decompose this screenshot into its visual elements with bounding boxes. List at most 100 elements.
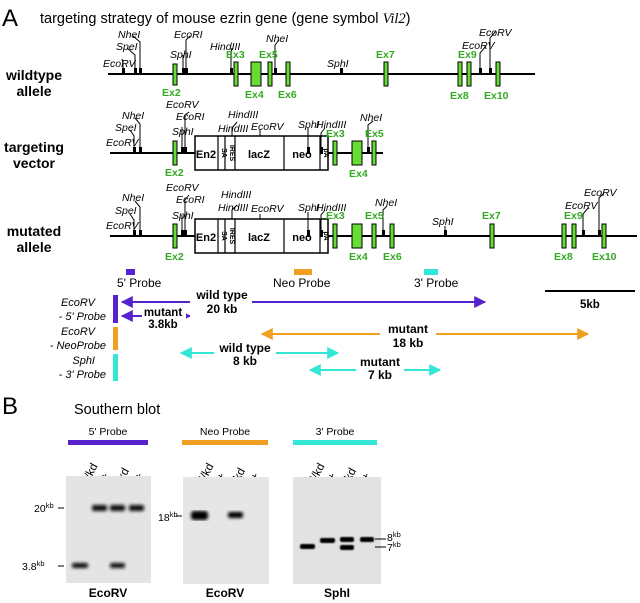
tv-sphi-site-2: SphI: [298, 119, 320, 131]
digest-1-bar: [113, 295, 118, 323]
fragment-mut-18kb-name: mutant: [388, 322, 428, 336]
marker-8kb: 8kb: [387, 530, 401, 544]
blot-5-probe: 5' Probe kd/kd +/+ +/kd +/+ 20kb 3.8kb E…: [22, 426, 151, 600]
panel-label-b: B: [2, 393, 18, 420]
mutated-label-2: allele: [16, 239, 51, 255]
probe-5-bar: [126, 269, 135, 275]
wt-ex7-label: Ex7: [376, 49, 395, 61]
mut-nhei-site-2: NheI: [375, 197, 397, 209]
wt-exon-2: [172, 63, 178, 86]
vector-cassette: [194, 135, 329, 171]
mut-ecorv-site: EcoRV: [106, 220, 139, 232]
mut-ex2-label: Ex2: [165, 251, 184, 263]
mut-exon-4: [351, 223, 363, 249]
fragment-wt-20kb-name: wild type: [195, 288, 248, 302]
fragment-mut-7kb-name: mutant: [360, 355, 400, 369]
blot-title: Southern blot: [74, 402, 160, 418]
wildtype-label-1: wildtype: [5, 67, 62, 83]
mut-nhei-site: NheI: [122, 192, 144, 204]
mut-exon-3: [332, 223, 338, 249]
wt-ex4-label: Ex4: [245, 89, 264, 101]
wt-spei-site: SpeI: [116, 41, 138, 53]
mut-sphi-site: SphI: [172, 210, 194, 222]
mut-spei-site: SpeI: [115, 205, 137, 217]
mut-ecori-site: EcoRI: [176, 194, 205, 206]
mutated-label-1: mutated: [7, 223, 61, 239]
wt-exon-6: [285, 61, 291, 87]
mut-hindiii-site: HindIII: [218, 202, 248, 214]
mut-sa: SA: [220, 231, 227, 241]
mut-exon-2: [172, 223, 178, 249]
tv-ecorv-site-2: EcoRV: [166, 99, 199, 111]
mutated-allele: En2 SA IRES lacZ neo pA: [106, 182, 637, 263]
wt-ex8-label: Ex8: [450, 90, 469, 102]
tv-hindiii-site-3: HindIII: [316, 119, 346, 131]
blot-2-membrane: [183, 477, 269, 584]
blot-3-enzyme: SphI: [324, 586, 350, 600]
wt-ecorv-site-3: EcoRV: [479, 27, 512, 39]
targeting-label-2: vector: [13, 155, 56, 171]
mut-ex7-label: Ex7: [482, 210, 501, 222]
vector-sa: SA: [220, 148, 227, 158]
wt-sphi-site: SphI: [170, 49, 192, 61]
mut-ex9-label: Ex9: [564, 210, 583, 222]
blot-2-probe-label: Neo Probe: [200, 426, 250, 438]
tv-exon-3: [332, 140, 338, 166]
mut-exon-10: [601, 223, 607, 249]
wt-hindiii-site: HindIII: [210, 41, 240, 53]
digest-2-enzyme: EcoRV: [61, 326, 97, 338]
targeting-label-1: targeting: [4, 139, 64, 155]
tv-ex3-label: Ex3: [326, 128, 345, 140]
wt-exon-7: [383, 61, 389, 87]
mut-sphi-site-2: SphI: [298, 202, 320, 214]
wt-exon-4: [250, 61, 262, 87]
tv-hindiii-site-2: HindIII: [228, 109, 258, 121]
tv-exon-5: [371, 140, 377, 166]
wt-ex6-label: Ex6: [278, 89, 297, 101]
mut-exon-7: [489, 223, 495, 249]
wt-ex3-label: Ex3: [226, 49, 245, 61]
tv-nhei-site-2: NheI: [360, 112, 382, 124]
tv-ecori-site: EcoRI: [176, 111, 205, 123]
vector-lacz: lacZ: [248, 149, 270, 161]
mut-ecorv-site-3: EcoRV: [251, 203, 284, 215]
digest-2-bar: [113, 327, 118, 350]
mut-lacz: lacZ: [248, 232, 270, 244]
wt-sphi-site-2: SphI: [327, 58, 349, 70]
tv-ex5-label: Ex5: [365, 128, 384, 140]
fragment-mut-7kb-size: 7 kb: [368, 368, 392, 382]
probe-neo-label: Neo Probe: [273, 276, 331, 290]
tv-nhei-site: NheI: [122, 110, 144, 122]
wt-ecorv-site: EcoRV: [103, 58, 136, 70]
mut-exon-9: [571, 223, 577, 249]
wt-exon-5: [267, 61, 273, 87]
mut-hindiii-site-2: HindIII: [221, 189, 251, 201]
mut-sphi-site-3: SphI: [432, 216, 454, 228]
wt-exon-10: [495, 61, 501, 87]
vector-en2: En2: [196, 149, 216, 161]
fragment-wt-8kb-size: 8 kb: [233, 354, 257, 368]
tv-ex2-label: Ex2: [165, 167, 184, 179]
wildtype-label-2: allele: [16, 83, 51, 99]
mut-ex3-label: Ex3: [326, 210, 345, 222]
mut-ecorv-site-5: EcoRV: [584, 187, 617, 199]
tv-hindiii-site: HindIII: [218, 123, 248, 135]
tv-sphi-site: SphI: [172, 126, 194, 138]
blot-neo-probe: Neo Probe kd/kd +/+ +/kd +/+ 18kb EcoRV: [158, 426, 269, 600]
fragment-mut-3-8kb-name: mutant: [144, 307, 183, 319]
marker-3-8kb: 3.8kb: [22, 559, 45, 573]
wt-exon-8: [457, 61, 463, 87]
fragment-wt-20kb-size: 20 kb: [207, 302, 238, 316]
blot-2-enzyme: EcoRV: [206, 586, 244, 600]
mut-ex6-label: Ex6: [383, 251, 402, 263]
wt-ex2-label: Ex2: [162, 87, 181, 99]
mut-ex8-label: Ex8: [554, 251, 573, 263]
tv-ecorv-site: EcoRV: [106, 137, 139, 149]
title-gene: Vil2: [383, 11, 406, 27]
blot-3-probe-label: 3' Probe: [316, 426, 355, 438]
vector-ires: IRES: [228, 145, 235, 162]
mut-ex4-label: Ex4: [349, 251, 368, 263]
figure-title: targeting strategy of mouse ezrin gene (…: [40, 11, 411, 27]
scale-label: 5kb: [580, 299, 600, 311]
